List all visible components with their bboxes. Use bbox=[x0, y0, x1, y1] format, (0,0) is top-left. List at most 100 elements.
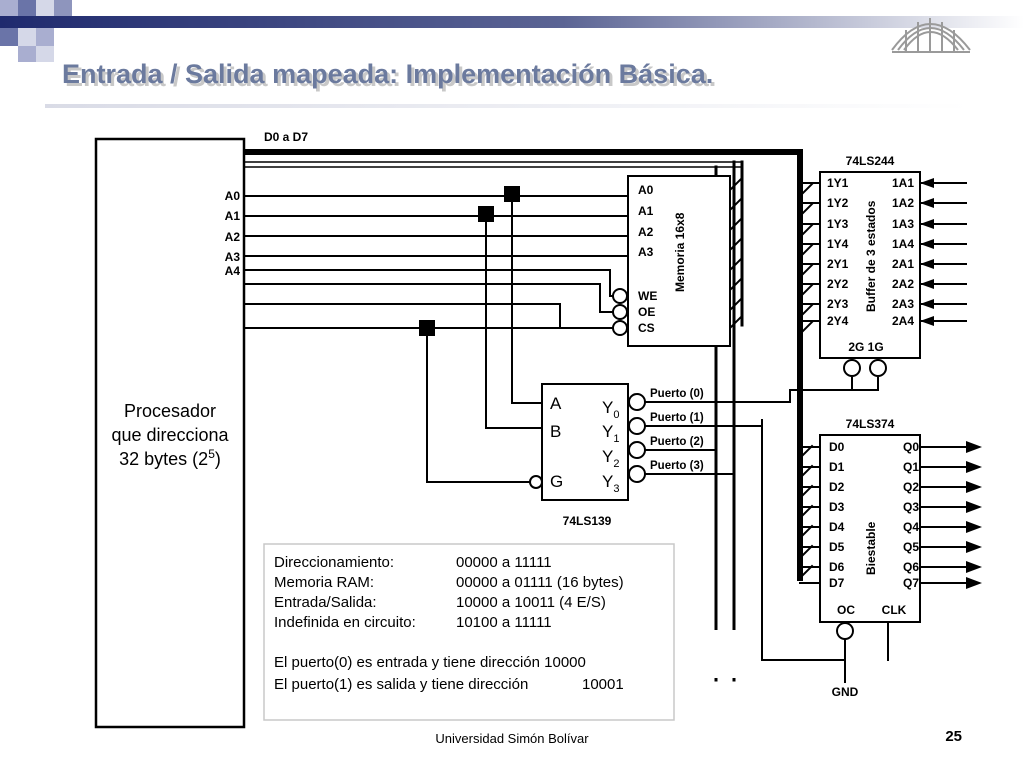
notes-row-label: Entrada/Salida: bbox=[274, 594, 377, 611]
decoder-input-a: A bbox=[550, 394, 562, 413]
memory-pin-a0: A0 bbox=[638, 183, 654, 197]
notes-box: Direccionamiento: 00000 a 11111 Memoria … bbox=[263, 543, 675, 721]
latch-pin-right: Q5 bbox=[903, 540, 919, 554]
gnd-label: GND bbox=[832, 685, 859, 699]
decoder-output-y0-letter: Y bbox=[602, 398, 613, 417]
latch-name: 74LS374 bbox=[846, 417, 895, 431]
latch-clk-label: CLK bbox=[882, 603, 907, 617]
university-logo bbox=[891, 18, 971, 53]
latch-pin-right: Q6 bbox=[903, 560, 919, 574]
memory-pin-a3: A3 bbox=[638, 245, 654, 259]
notes-port1-line: El puerto(1) es salida y tiene dirección bbox=[274, 676, 528, 693]
we-bubble bbox=[612, 288, 628, 304]
processor-block: Procesador que direcciona 32 bytes (25) … bbox=[94, 137, 246, 729]
processor-pin-a0: A0 bbox=[225, 189, 241, 203]
latch-pin-right: Q0 bbox=[903, 440, 919, 454]
processor-label-line2: que direcciona bbox=[111, 425, 229, 445]
latch-pin-left: D3 bbox=[829, 500, 845, 514]
decoder-output-y3: Y3 bbox=[602, 472, 619, 495]
buffer-inner-label: Buffer de 3 estados bbox=[864, 200, 878, 312]
latch-pin-left: D2 bbox=[829, 480, 845, 494]
buffer-2g-bubble bbox=[843, 359, 861, 377]
processor-pin-a3: A3 bbox=[225, 250, 241, 264]
junction-markers bbox=[419, 186, 520, 336]
oe-bubble bbox=[612, 304, 628, 320]
notes-row-value: 00000 a 11111 bbox=[456, 554, 552, 571]
decoder-output-y2-letter: Y bbox=[602, 447, 613, 466]
buffer-pin-left: 2Y3 bbox=[827, 297, 849, 311]
latch-pin-left: D1 bbox=[829, 460, 845, 474]
buffer-pin-right: 1A2 bbox=[892, 196, 914, 210]
processor-label-prefix: 32 bytes (2 bbox=[119, 449, 208, 469]
latch-oc-label: OC bbox=[837, 603, 855, 617]
latch-pin-right: Q2 bbox=[903, 480, 919, 494]
port-2-label: Puerto (2) bbox=[650, 436, 704, 448]
notes-row-value: 10000 a 10011 (4 E/S) bbox=[456, 594, 606, 611]
buffer-pin-right: 2A4 bbox=[892, 314, 914, 328]
processor-label-exponent: 5 bbox=[208, 447, 215, 461]
decoder-output-y0: Y0 bbox=[602, 398, 619, 421]
y0-bubble bbox=[628, 393, 646, 411]
title-underline bbox=[45, 104, 970, 108]
decoder-output-y1: Y1 bbox=[602, 422, 619, 445]
latch-pin-right: Q4 bbox=[903, 520, 919, 534]
notes-row-label: Indefinida en circuito: bbox=[274, 614, 416, 631]
decoder-output-y3-letter: Y bbox=[602, 472, 613, 491]
memory-pin-a1: A1 bbox=[638, 204, 654, 218]
processor-pin-a1: A1 bbox=[225, 209, 241, 223]
decoder-output-y3-sub: 3 bbox=[613, 483, 619, 495]
memory-pin-cs: CS bbox=[638, 321, 655, 335]
g-bubble bbox=[529, 475, 543, 489]
decoder-label: 74LS139 bbox=[563, 514, 612, 528]
y2-bubble bbox=[628, 441, 646, 459]
decoder-output-y1-letter: Y bbox=[602, 422, 613, 441]
decoder-output-y2-sub: 2 bbox=[613, 458, 619, 470]
notes-row-label: Direccionamiento: bbox=[274, 554, 394, 571]
decoder-chip: A B G Y0 Y1 Y2 Y3 74LS139 bbox=[529, 383, 646, 528]
latch-pin-right: Q1 bbox=[903, 460, 919, 474]
latch-oc-bubble bbox=[836, 622, 854, 640]
buffer-pin-left: 1Y2 bbox=[827, 196, 849, 210]
notes-row-value: 00000 a 01111 (16 bytes) bbox=[456, 574, 624, 591]
buffer-pin-right: 1A1 bbox=[892, 176, 914, 190]
latch-inner-label: Biestable bbox=[864, 521, 878, 575]
latch-pin-right: Q7 bbox=[903, 576, 919, 590]
decoder-input-b: B bbox=[550, 422, 561, 441]
memory-label: Memoria 16x8 bbox=[673, 212, 687, 292]
latch-pin-left: D0 bbox=[829, 440, 845, 454]
decoder-output-y1-sub: 1 bbox=[613, 433, 619, 445]
latch-pin-right: Q3 bbox=[903, 500, 919, 514]
buffer-chip: 74LS244 1Y1 1Y2 1Y3 1Y4 2Y1 2Y2 2Y3 2Y4 … bbox=[819, 154, 921, 377]
latch-pin-left: D4 bbox=[829, 520, 845, 534]
buffer-pin-left: 2Y2 bbox=[827, 277, 849, 291]
header-decoration bbox=[0, 0, 1024, 62]
memory-pin-we: WE bbox=[638, 289, 657, 303]
decoder-output-y2: Y2 bbox=[602, 447, 619, 470]
footer-text: Universidad Simón Bolívar bbox=[435, 731, 589, 746]
buffer-pin-left: 1Y4 bbox=[827, 237, 849, 251]
memory-pin-a2: A2 bbox=[638, 225, 654, 239]
buffer-pin-left: 2Y4 bbox=[827, 314, 849, 328]
processor-label-line3: 32 bytes (25) bbox=[119, 447, 221, 469]
buffer-pin-left: 2Y1 bbox=[827, 257, 849, 271]
buffer-name: 74LS244 bbox=[846, 154, 895, 168]
processor-pin-a2: A2 bbox=[225, 230, 241, 244]
buffer-pin-left: 1Y3 bbox=[827, 217, 849, 231]
notes-row-label: Memoria RAM: bbox=[274, 574, 374, 591]
buffer-pin-right: 2A1 bbox=[892, 257, 914, 271]
cs-bubble bbox=[612, 320, 628, 336]
latch-pin-left: D7 bbox=[829, 576, 845, 590]
buffer-1g-bubble bbox=[869, 359, 887, 377]
processor-pin-a4: A4 bbox=[225, 264, 241, 278]
buffer-pin-right: 1A3 bbox=[892, 217, 914, 231]
arrowheads bbox=[920, 178, 982, 589]
notes-port0-line: El puerto(0) es entrada y tiene direcció… bbox=[274, 654, 586, 671]
decoder-input-g: G bbox=[550, 472, 563, 491]
processor-label-suffix: ) bbox=[215, 449, 221, 469]
page-title-shadow: Entrada / Salida mapeada: Implementación… bbox=[65, 62, 716, 92]
port-3-label: Puerto (3) bbox=[650, 460, 704, 472]
notes-row-value: 10100 a 11111 bbox=[456, 614, 552, 631]
page-title: Entrada / Salida mapeada: Implementación… bbox=[62, 59, 713, 89]
y3-bubble bbox=[628, 465, 646, 483]
circuit-wiring bbox=[241, 149, 967, 683]
